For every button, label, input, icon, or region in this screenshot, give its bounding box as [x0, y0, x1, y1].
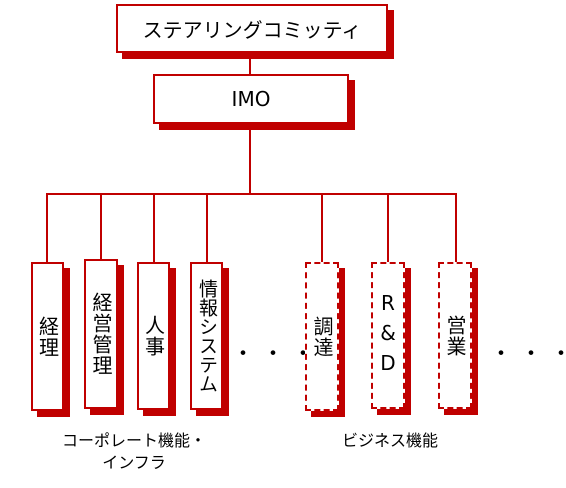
department-box-chotatsu: 調達 [305, 262, 339, 411]
department-box-jinji: 人事 [137, 262, 170, 410]
department-box-eigyo: 営業 [438, 262, 472, 409]
connector-imo-down [249, 124, 251, 194]
department-box-keiei: 経営管理 [84, 259, 118, 409]
steering-committee-label: ステアリングコミッティ [142, 18, 362, 42]
department-label-jinji: 人事 [141, 315, 166, 357]
department-label-chotatsu: 調達 [310, 315, 334, 358]
ellipsis-left: ・・・ [232, 342, 323, 367]
group-caption-business: ビジネス機能 [320, 430, 460, 452]
connector-drop-chotatsu [321, 193, 323, 263]
department-label-keiri: 経理 [35, 315, 60, 358]
department-box-joho: 情報システム [190, 262, 223, 410]
imo-box: IMO [153, 74, 349, 124]
department-label-joho: 情報システム [196, 279, 218, 393]
group-caption-corporate: コーポレート機能・ インフラ [30, 430, 238, 474]
department-label-eigyo: 営業 [443, 314, 467, 357]
ellipsis-right: ・・・ [490, 342, 566, 367]
department-label-keiei: 経営管理 [89, 292, 113, 376]
group-caption-corporate-line1: コーポレート機能・ [61, 431, 206, 450]
connector-drop-eigyo [455, 193, 457, 263]
department-box-rnd: R&D [371, 262, 405, 409]
connector-drop-joho [206, 193, 208, 263]
steering-committee-box: ステアリングコミッティ [116, 4, 388, 53]
connector-top-to-imo [249, 52, 251, 74]
imo-label: IMO [231, 87, 271, 111]
connector-drop-keiei [100, 193, 102, 260]
group-caption-business-line1: ビジネス機能 [341, 431, 438, 450]
department-label-rnd: R&D [376, 290, 400, 381]
connector-drop-keiri [46, 193, 48, 263]
group-caption-corporate-line2: インフラ [102, 453, 166, 472]
department-box-keiri: 経理 [31, 262, 64, 411]
connector-drop-jinji [153, 193, 155, 263]
connector-horizontal-bus [46, 193, 457, 195]
connector-drop-rnd [387, 193, 389, 263]
